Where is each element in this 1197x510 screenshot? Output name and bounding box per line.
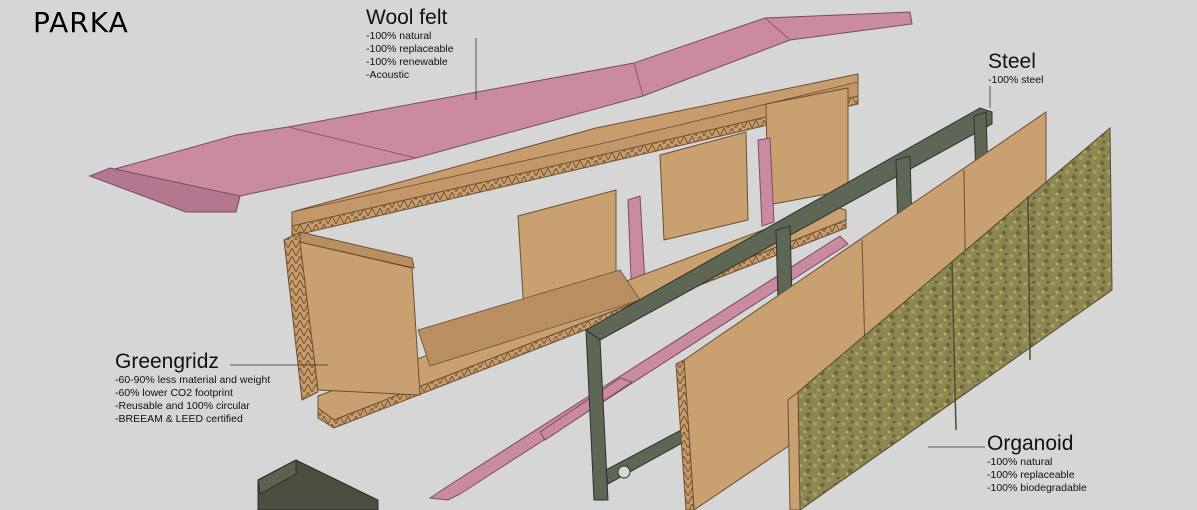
wool-felt-item: -Acoustic [366,69,410,81]
brand-logo: PARKA [33,6,129,39]
organoid-label: Organoid -100% natural -100% replaceable… [987,432,1087,495]
steel-base-block [257,459,379,510]
organoid-item: -100% replaceable [987,469,1075,481]
steel-frame [585,107,993,501]
greengridz-title: Greengridz [115,350,219,373]
greengridz-interior-panels [517,87,849,313]
wool-felt-bottom-strip [428,235,849,501]
greengridz-label: Greengridz -60-90% less material and wei… [115,350,270,426]
organoid-item: -100% natural [987,456,1053,468]
greengridz-item: -Reusable and 100% circular [115,400,250,412]
wool-felt-top-sheet [88,11,913,213]
organoid-title: Organoid [987,432,1074,455]
steel-item: -100% steel [988,74,1044,86]
organoid-item: -100% biodegradable [987,482,1087,494]
greengridz-item: -BREEAM & LEED certified [115,413,243,425]
wool-felt-item: -100% renewable [366,56,448,68]
greengridz-item: -60-90% less material and weight [115,374,271,386]
steel-label: Steel -100% steel [988,50,1043,87]
leader-lines [230,38,991,448]
steel-title: Steel [988,50,1036,73]
wool-felt-label: Wool felt -100% natural -100% replaceabl… [366,6,454,82]
greengridz-top-board [291,73,859,237]
wool-felt-title: Wool felt [366,6,448,29]
organoid-panels [787,126,1113,510]
greengridz-item: -60% lower CO2 footprint [115,387,233,399]
wool-felt-item: -100% natural [366,30,432,42]
greengridz-outer-wall [675,111,1047,510]
greengridz-end-panel [283,231,421,401]
wool-felt-item: -100% replaceable [366,43,454,55]
